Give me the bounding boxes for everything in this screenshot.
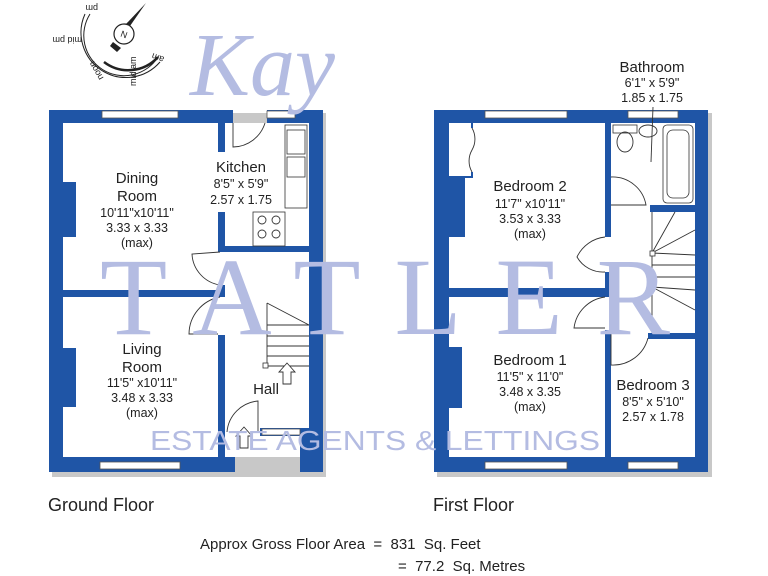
bedroom-2-note: (max)	[514, 227, 546, 241]
compass-pm: pm	[85, 3, 98, 13]
living-room-label-2: Room	[122, 359, 162, 376]
compass-mid-pm: mid pm	[52, 35, 82, 45]
window	[484, 461, 568, 470]
hob-icon	[252, 211, 286, 247]
window	[101, 110, 179, 119]
north-arrow-icon	[126, 3, 146, 26]
window	[99, 461, 181, 470]
door	[610, 176, 647, 206]
dining-room-imperial: 10'11"x10'11"	[100, 206, 174, 220]
kitchen-metric: 2.57 x 1.75	[210, 193, 272, 207]
worktop	[284, 124, 308, 209]
door	[610, 332, 649, 366]
window	[484, 110, 568, 119]
first-floor-plan: Bathroom 6'1" x 5'9" 1.85 x 1.75 Bedroom…	[434, 59, 712, 477]
kitchen-label: Kitchen	[216, 159, 266, 176]
staircase	[649, 211, 696, 333]
entrance-arrow-icon	[234, 426, 254, 449]
door	[232, 122, 266, 148]
bedroom-3-label: Bedroom 3	[616, 377, 689, 394]
bedroom-2-label: Bedroom 2	[493, 178, 566, 195]
window	[261, 428, 301, 436]
door	[576, 236, 606, 273]
window	[266, 110, 296, 119]
bedroom-1-metric: 3.48 x 3.35	[499, 385, 561, 399]
living-room-note: (max)	[126, 406, 158, 420]
first-floor-label: First Floor	[433, 495, 514, 515]
toilet-icon	[616, 131, 634, 153]
bathroom-imperial: 6'1" x 5'9"	[625, 76, 680, 90]
compass-am: am	[150, 51, 165, 65]
bathroom-metric: 1.85 x 1.75	[621, 91, 683, 105]
door	[573, 296, 606, 329]
basin-icon	[638, 124, 658, 138]
sink-icon	[286, 129, 306, 155]
bedroom-3-metric: 2.57 x 1.78	[622, 410, 684, 424]
staircase	[234, 302, 310, 449]
bathroom-label: Bathroom	[619, 59, 684, 76]
watermark-tagline: ESTATE AGENTS & LETTINGS	[150, 425, 600, 456]
bedroom-2-metric: 3.53 x 3.33	[499, 212, 561, 226]
front-door	[226, 400, 259, 433]
bedroom-1-label: Bedroom 1	[493, 352, 566, 369]
dining-room-label: Dining	[116, 170, 159, 187]
watermark-script: Kay	[188, 16, 335, 115]
dining-room-note: (max)	[121, 236, 153, 250]
bedroom-2-imperial: 11'7" x10'11"	[495, 197, 565, 211]
gross-area-sqm: = 77.2 Sq. Metres	[398, 558, 525, 575]
hall-label: Hall	[253, 381, 279, 398]
living-room-label: Living	[122, 341, 161, 358]
door	[191, 251, 221, 286]
kitchen-imperial: 8'5" x 5'9"	[214, 177, 269, 191]
gross-area-sqft: Approx Gross Floor Area = 831 Sq. Feet	[200, 536, 481, 553]
ground-floor-label: Ground Floor	[48, 495, 154, 515]
up-arrow-icon	[277, 362, 297, 385]
compass: N pm mid pm noon mid am am	[52, 3, 165, 86]
dining-room-metric: 3.33 x 3.33	[106, 221, 168, 235]
living-room-imperial: 11'5" x10'11"	[107, 376, 177, 390]
compass-north: N	[119, 29, 129, 41]
window	[627, 461, 679, 470]
bedroom-3-imperial: 8'5" x 5'10"	[622, 395, 684, 409]
dining-room-label-2: Room	[117, 188, 157, 205]
bedroom-1-imperial: 11'5" x 11'0"	[497, 370, 564, 384]
bedroom-1-note: (max)	[514, 400, 546, 414]
door	[188, 296, 221, 335]
compass-mid-am: mid am	[128, 56, 138, 86]
compass-rose-icon	[113, 23, 135, 45]
living-room-metric: 3.48 x 3.33	[111, 391, 173, 405]
cupboard-doors	[468, 127, 476, 173]
ground-floor-plan: Dining Room 10'11"x10'11" 3.33 x 3.33 (m…	[49, 110, 326, 477]
bath-icon	[662, 124, 694, 204]
